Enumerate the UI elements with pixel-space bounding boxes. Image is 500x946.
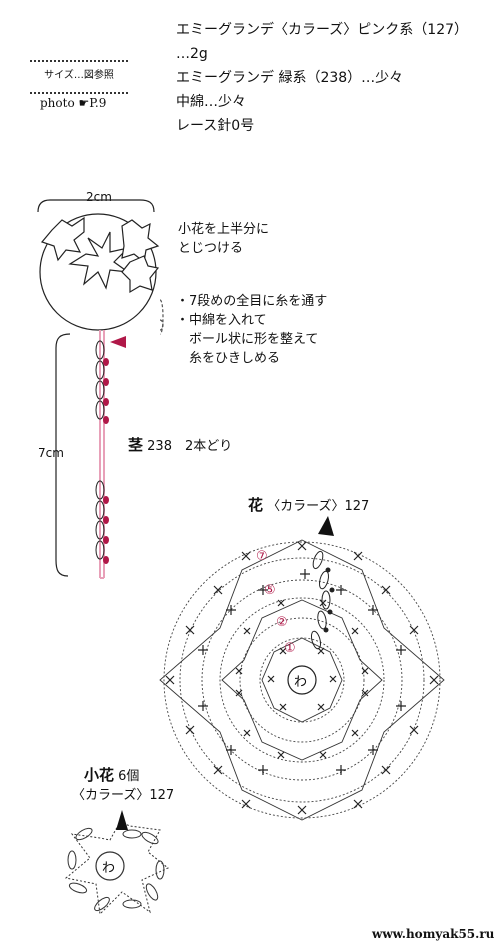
small-flowers-on-ball bbox=[40, 216, 160, 294]
watermark: www.homyak55.ru bbox=[372, 927, 495, 941]
stem-label: 茎 238 2本どり bbox=[128, 434, 232, 455]
ball-outline bbox=[39, 213, 157, 331]
stem-chain bbox=[95, 330, 126, 579]
flower-label-rest: 〈カラーズ〉127 bbox=[267, 499, 370, 514]
note-steps-line-2: ・中綿を入れて bbox=[176, 313, 267, 328]
small-flower-center-label: わ bbox=[102, 861, 115, 876]
round-7-marker: ⑦ bbox=[256, 549, 268, 564]
round-numbers: ⑦ ⑤ ② ① bbox=[256, 549, 296, 656]
note-flowers-line-1: 小花を上半分に bbox=[178, 222, 270, 237]
width-bracket bbox=[37, 199, 155, 213]
round-5-marker: ⑤ bbox=[264, 583, 276, 598]
photo-reference: photo ☛P.9 bbox=[40, 96, 107, 110]
ball-bracket bbox=[159, 299, 164, 335]
note-flowers-line-2: とじつける bbox=[178, 241, 244, 256]
stem-length-bracket bbox=[55, 333, 71, 577]
round-2-marker: ② bbox=[276, 615, 288, 630]
materials-line-3: エミーグランデ 緑系（238）…少々 bbox=[176, 70, 404, 86]
materials-line-2: …2g bbox=[176, 46, 208, 62]
small-flower-label: 小花 6個 bbox=[84, 764, 139, 785]
size-info-box: サイズ…図参照 bbox=[30, 60, 128, 94]
flower-center-label: わ bbox=[294, 675, 307, 690]
note-steps-line-3: ボール状に形を整えて bbox=[176, 332, 319, 347]
flower-label: 花 〈カラーズ〉127 bbox=[248, 494, 369, 515]
start-marker-small-flower bbox=[116, 810, 128, 830]
note-flowers: 小花を上半分に とじつける bbox=[178, 220, 269, 258]
materials-line-4: 中綿…少々 bbox=[176, 94, 246, 110]
start-marker-stem bbox=[110, 336, 126, 348]
small-flower-chart bbox=[64, 810, 169, 916]
round-1-marker: ① bbox=[284, 641, 296, 656]
stem-label-bold: 茎 bbox=[128, 436, 144, 454]
materials-list: エミーグランデ〈カラーズ〉ピンク系（127） …2g エミーグランデ 緑系（238）… bbox=[176, 18, 468, 138]
small-flower-color: 〈カラーズ〉127 bbox=[72, 788, 175, 803]
materials-line-5: レース針0号 bbox=[176, 118, 255, 134]
flower-label-bold: 花 bbox=[248, 496, 264, 514]
ball-illustration bbox=[37, 199, 164, 577]
start-marker-flower bbox=[318, 516, 334, 536]
flower-chart bbox=[159, 516, 445, 821]
note-steps-line-4: 糸をひきしめる bbox=[176, 351, 281, 366]
note-steps-line-1: ・7段めの全目に糸を通す bbox=[176, 294, 328, 309]
small-flower-count: 6個 bbox=[118, 769, 140, 784]
small-flower-label-bold: 小花 bbox=[84, 766, 115, 784]
stem-label-rest: 238 2本どり bbox=[147, 439, 233, 454]
stem-length-label: 7cm bbox=[38, 446, 64, 460]
note-steps: ・7段めの全目に糸を通す ・中綿を入れて ボール状に形を整えて 糸をひきしめる bbox=[176, 292, 327, 368]
materials-line-1: エミーグランデ〈カラーズ〉ピンク系（127） bbox=[176, 22, 469, 38]
